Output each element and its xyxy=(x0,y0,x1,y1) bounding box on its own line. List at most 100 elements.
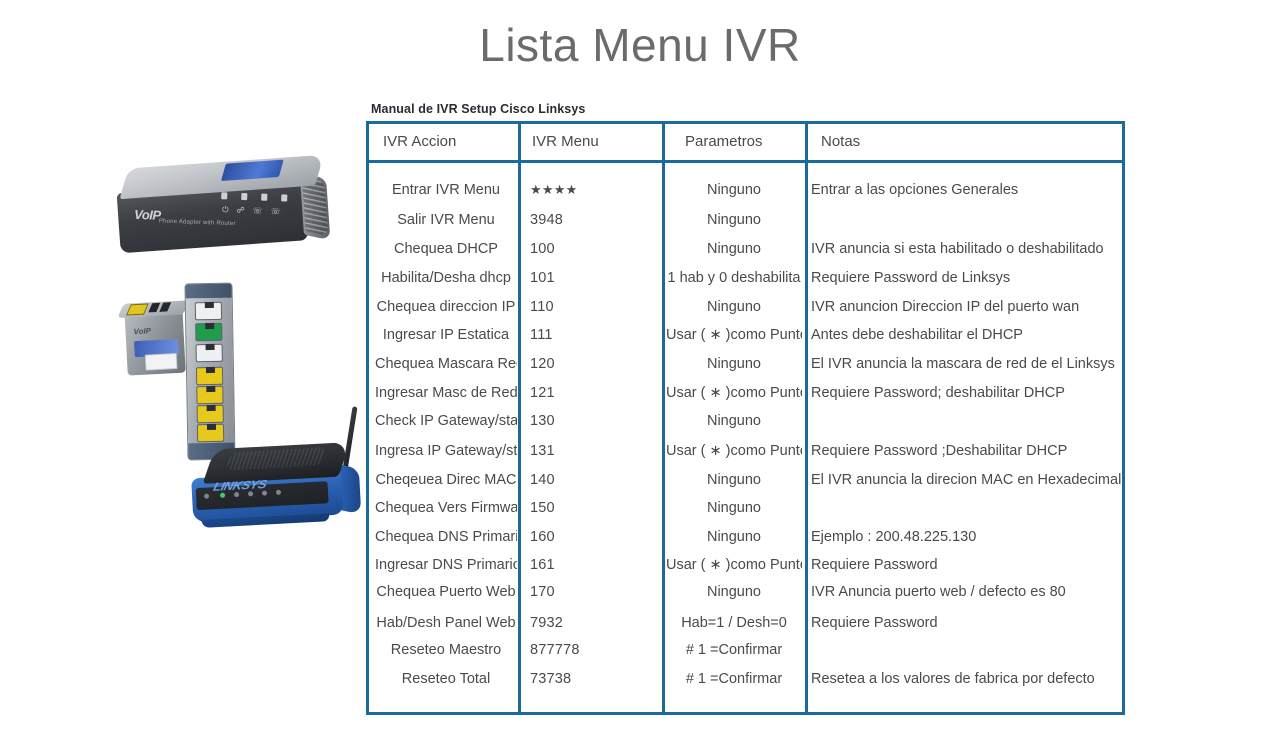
column-header-parametros: Parametros xyxy=(685,133,763,150)
table-body: Entrar IVR Menu ★★★★ Ninguno Entrar a las o… xyxy=(369,163,1122,712)
table-header-row: IVR Accion IVR Menu Parametros Notas xyxy=(369,124,1122,163)
rj45-port-lan-3 xyxy=(196,404,224,424)
cell-parametros: # 1 =Confirmar xyxy=(685,642,783,658)
cell-parametros: Ninguno xyxy=(706,529,761,545)
router-rear-panel-image xyxy=(184,282,236,461)
cell-notas: Requiere Password xyxy=(811,615,938,631)
cell-ivr-accion: Chequea Puerto Web xyxy=(376,584,516,600)
cell-parametros: # 1 =Confirmar xyxy=(685,671,783,687)
cell-notas: IVR anuncia si esta habilitado o deshabi… xyxy=(811,241,1104,257)
cell-ivr-menu: 73738 xyxy=(530,671,572,687)
cell-parametros: Ninguno xyxy=(706,472,761,488)
cell-notas xyxy=(811,410,1121,432)
cell-ivr-menu: 130 xyxy=(530,413,555,429)
header-divider-2 xyxy=(662,124,665,160)
cell-ivr-accion: Entrar IVR Menu xyxy=(392,182,500,198)
cell-parametros: Hab=1 / Desh=0 xyxy=(681,615,787,631)
cell-parametros: Ninguno xyxy=(706,212,761,228)
cell-notas: Requiere Password xyxy=(811,557,938,573)
voip-adapter-small-image: VoIP xyxy=(117,298,194,382)
rj45-port-lan-2 xyxy=(196,385,224,405)
cell-parametros: Ninguno xyxy=(706,299,761,315)
cell-ivr-accion: Reseteo Total xyxy=(401,671,491,687)
cell-parametros: Usar ( ∗ )como Punto xyxy=(666,557,802,573)
cell-notas: Ejemplo : 200.48.225.130 xyxy=(811,529,977,545)
cell-parametros: Ninguno xyxy=(706,182,761,198)
cell-ivr-accion: Ingresar Masc de Red xyxy=(375,385,517,401)
cell-notas xyxy=(811,209,1121,231)
cell-parametros: Usar ( ∗ )como Punto xyxy=(666,327,802,343)
cell-notas: El IVR anuncia la mascara de red de el L… xyxy=(811,356,1115,372)
adapter-brand-label: VoIP xyxy=(133,206,161,223)
ivr-menu-table: IVR Accion IVR Menu Parametros Notas Ent… xyxy=(366,121,1125,715)
linksys-wireless-router-image: LINKSYS xyxy=(185,406,365,549)
table-row: Ingresar Masc de Red 121 Usar ( ∗ )como Pu… xyxy=(369,382,1122,404)
cell-ivr-menu: ★★★★ xyxy=(530,182,578,197)
header-divider-3 xyxy=(805,124,808,160)
cell-parametros: Ninguno xyxy=(706,584,761,600)
table-row: Salir IVR Menu 3948 Ninguno xyxy=(369,209,1122,231)
cell-ivr-menu: 7932 xyxy=(530,615,564,631)
cell-ivr-accion: Salir IVR Menu xyxy=(397,212,495,228)
cell-notas xyxy=(811,497,1121,519)
cell-parametros: 1 hab y 0 deshabilita xyxy=(667,270,801,286)
cell-ivr-accion: Ingresar DNS Primario xyxy=(375,557,517,573)
table-row: Ingresar IP Estatica 111 Usar ( ∗ )como Pu… xyxy=(369,324,1122,346)
rear-panel-top-cap xyxy=(185,283,232,299)
column-header-notas: Notas xyxy=(821,133,861,150)
cell-notas: Entrar a las opciones Generales xyxy=(811,182,1019,198)
table-row: Chequea Puerto Web 170 Ninguno IVR Anuncia … xyxy=(369,581,1122,603)
page-title: Lista Menu IVR xyxy=(479,19,801,71)
rj45-port-lan-1 xyxy=(195,366,224,386)
cell-ivr-accion: Ingresa IP Gateway/stat xyxy=(375,443,517,459)
cell-ivr-menu: 111 xyxy=(530,327,553,343)
table-row: Entrar IVR Menu ★★★★ Ninguno Entrar a las o… xyxy=(369,179,1122,201)
cell-notas xyxy=(811,639,1121,661)
cell-ivr-accion: Habilita/Desha dhcp xyxy=(381,270,511,286)
cell-ivr-menu: 150 xyxy=(530,500,555,516)
cell-parametros: Ninguno xyxy=(706,413,761,429)
cell-ivr-menu: 121 xyxy=(530,385,555,401)
cell-ivr-menu: 110 xyxy=(530,299,554,315)
cell-ivr-accion: Chequea Mascara Red xyxy=(375,356,517,372)
cell-notas: IVR Anuncia puerto web / defecto es 80 xyxy=(811,584,1066,600)
column-header-ivr-accion: IVR Accion xyxy=(383,133,457,150)
cell-parametros: Ninguno xyxy=(706,241,761,257)
voip-phone-adapter-image: VoIP Phone Adapter with Router ⏻☍☏☏ xyxy=(115,154,331,264)
rj45-port-green xyxy=(195,322,223,342)
rj45-port-white xyxy=(195,343,223,363)
cell-ivr-menu: 140 xyxy=(530,472,555,488)
cell-ivr-accion: Ingresar IP Estatica xyxy=(382,327,510,343)
cell-parametros: Ninguno xyxy=(706,500,761,516)
cell-parametros: Ninguno xyxy=(706,356,761,372)
cell-ivr-menu: 3948 xyxy=(530,212,564,228)
body-divider-3 xyxy=(805,163,808,712)
column-header-ivr-menu: IVR Menu xyxy=(532,133,599,150)
cell-ivr-menu: 120 xyxy=(530,356,555,372)
cell-ivr-menu: 170 xyxy=(530,584,555,600)
cell-ivr-menu: 101 xyxy=(530,270,555,286)
cell-notas: El IVR anuncia la direcion MAC en Hexade… xyxy=(811,472,1121,488)
table-row: Habilita/Desha dhcp 101 1 hab y 0 deshabil… xyxy=(369,267,1122,289)
cell-notas: IVR anuncion Direccion IP del puerto wan xyxy=(811,299,1080,315)
cell-parametros: Usar ( ∗ )como Punto xyxy=(666,385,802,401)
cell-ivr-accion: Chequea DNS Primario xyxy=(375,529,517,545)
cell-notas: Requiere Password de Linksys xyxy=(811,270,1011,286)
cell-ivr-menu: 131 xyxy=(530,443,555,459)
cell-ivr-accion: Chequea DHCP xyxy=(394,241,498,257)
table-row: Chequea DHCP 100 Ninguno IVR anuncia si est… xyxy=(369,238,1122,260)
body-divider-2 xyxy=(662,163,665,712)
cell-ivr-menu: 100 xyxy=(530,241,555,257)
body-divider-1 xyxy=(518,163,521,712)
cell-ivr-accion: Reseteo Maestro xyxy=(390,642,502,658)
device-illustrations: VoIP Phone Adapter with Router ⏻☍☏☏ VoIP xyxy=(0,0,366,750)
